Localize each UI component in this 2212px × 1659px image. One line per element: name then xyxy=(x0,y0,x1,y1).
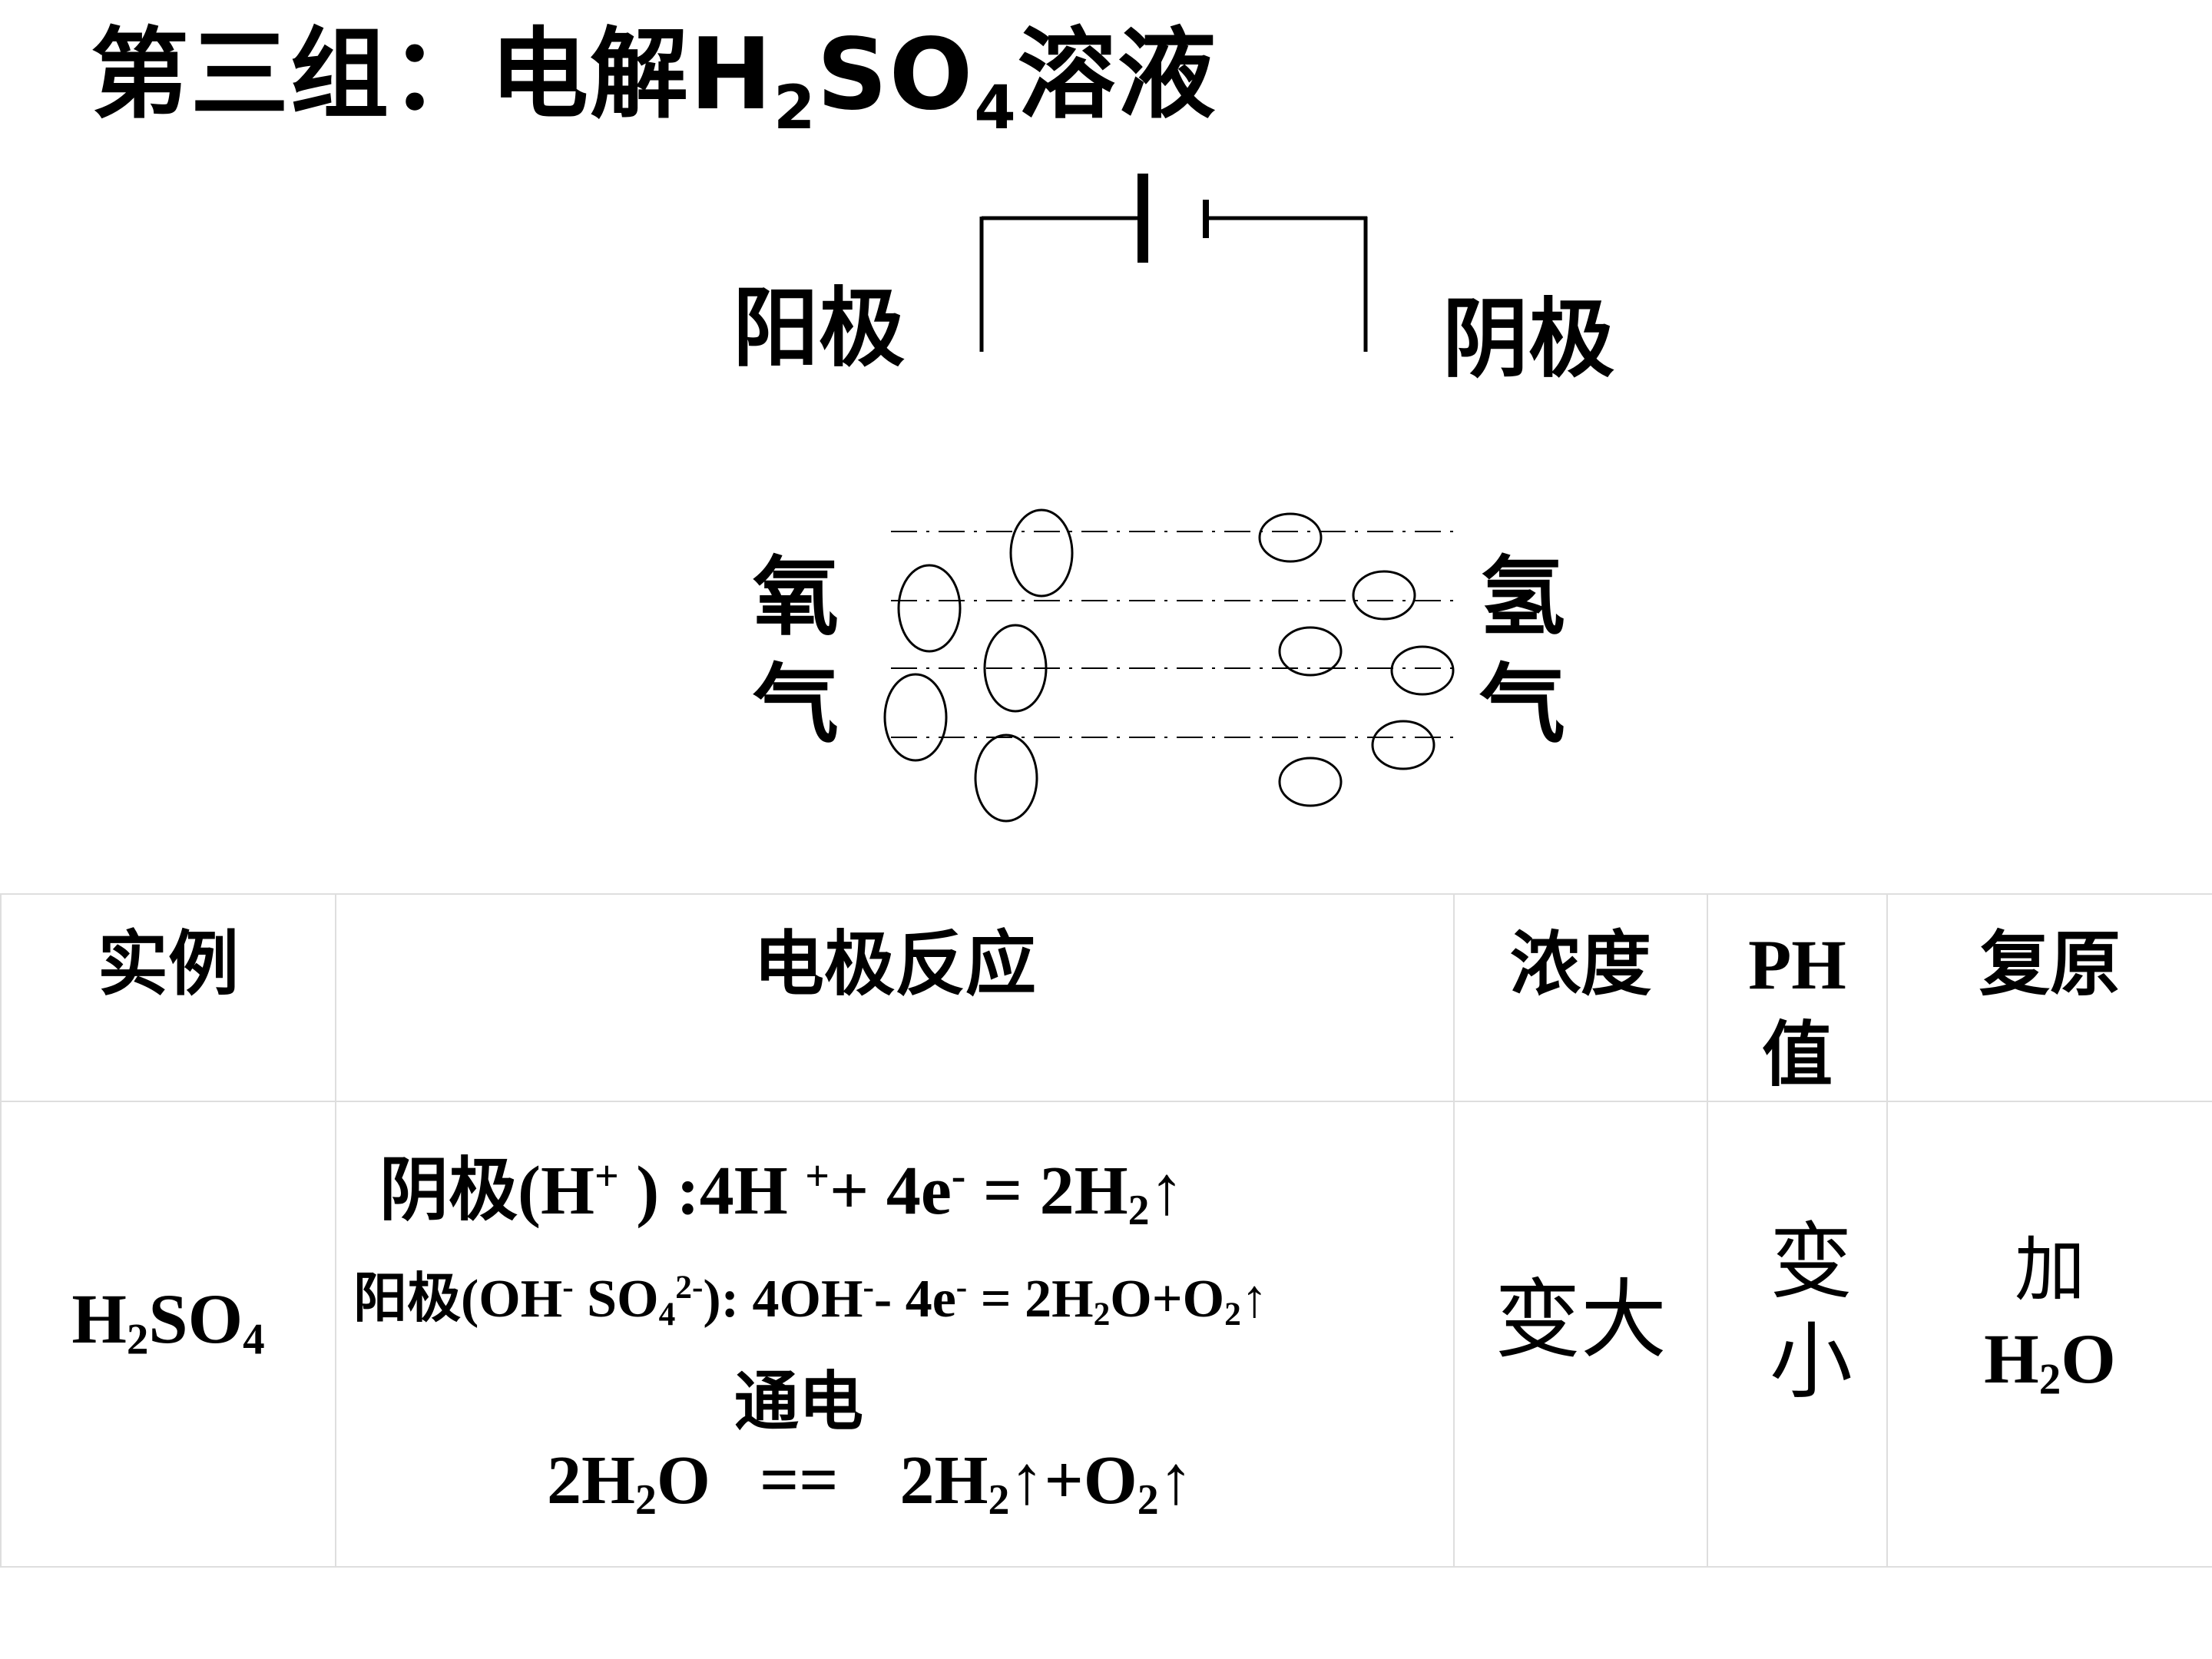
condition-label: 通电 xyxy=(734,1364,864,1439)
solution-level-lines xyxy=(891,531,1459,738)
header-concentration: 浓度 xyxy=(1453,893,1708,1102)
anode-equation: 阳极(OH- SO42-): 4OH-- 4e- = 2H2O+O2↑ xyxy=(353,1267,1268,1333)
cell-restore: 加 H2O xyxy=(1886,1101,2212,1568)
cathode-label: 阴极 xyxy=(1442,290,1614,389)
table-row: H2SO4 阴极(H+ ) :4H ++ 4e- = 2H2↑ 阳极(OH- S… xyxy=(0,1101,2212,1568)
anode-label: 阳极 xyxy=(733,279,905,379)
page-title: 第三组：电解H2SO4溶液 xyxy=(91,18,1217,143)
formula-h2so4: H2SO4 xyxy=(71,1280,265,1364)
hydrogen-label: 氢气 xyxy=(1479,548,1565,755)
hydrogen-bubbles xyxy=(1258,512,1455,807)
cell-concentration: 变大 xyxy=(1453,1101,1708,1568)
oxygen-label: 氧气 xyxy=(753,548,839,755)
oxygen-bubbles xyxy=(883,508,1074,823)
header-reaction: 电极反应 xyxy=(335,893,1455,1102)
electrolysis-diagram xyxy=(883,174,1459,823)
cathode-equation: 阴极(H+ ) :4H ++ 4e- = 2H2↑ xyxy=(379,1150,1184,1234)
overall-equation: 2H2O==2H2↑+O2↑ xyxy=(547,1442,1194,1524)
cell-ph: 变小 xyxy=(1707,1101,1888,1568)
cell-example: H2SO4 xyxy=(0,1101,336,1568)
header-restore: 复原 xyxy=(1886,893,2212,1102)
header-example: 实例 xyxy=(0,893,336,1102)
cell-reaction: 阴极(H+ ) :4H ++ 4e- = 2H2↑ 阳极(OH- SO42-):… xyxy=(335,1101,1455,1568)
battery-symbol xyxy=(982,174,1367,263)
